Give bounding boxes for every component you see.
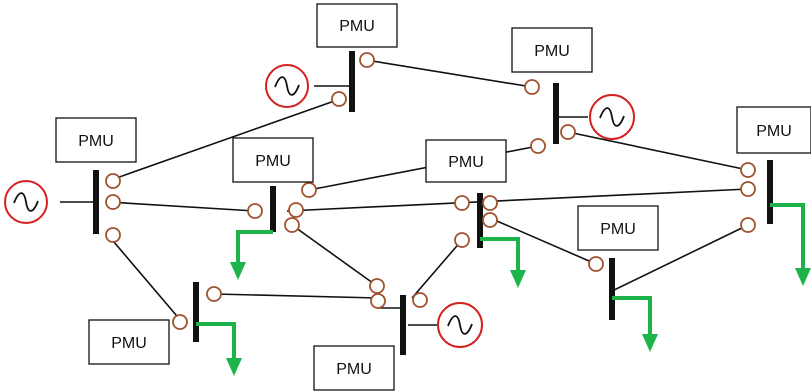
ring-icon [105, 227, 121, 243]
ring-icon [588, 256, 604, 272]
pmu-label: PMU [255, 153, 291, 170]
ring-icon [301, 182, 317, 198]
bus-bars [93, 51, 773, 355]
pmu-label: PMU [534, 43, 570, 60]
ring-icon [482, 195, 498, 211]
down-arrow-icon [480, 237, 526, 288]
ring-icon [369, 278, 385, 294]
pmu-label: PMU [78, 133, 114, 150]
pmu-label: PMU [336, 361, 372, 378]
ring-icon [370, 293, 386, 309]
ring-icon [740, 181, 756, 197]
ring-icon [247, 203, 263, 219]
line-bus8-bus3 [213, 293, 379, 299]
line-bus4-bus9 [489, 217, 597, 265]
ring-icon [524, 79, 540, 95]
line-bus6-bus7 [567, 131, 749, 171]
line-bus2-bus7 [286, 188, 749, 212]
ring-icon [454, 195, 470, 211]
pmu-box: PMU [736, 106, 811, 154]
pmu-units: PMU PMU PMU PMU PMU PMU PMU PMU [55, 3, 811, 391]
ring-icon [331, 91, 347, 107]
ring-icon [482, 212, 498, 228]
down-arrow-icon [230, 230, 273, 280]
ring-icon [359, 52, 375, 68]
sine-wave-icon [265, 64, 309, 108]
line-bus1-bus5 [107, 98, 341, 182]
sine-wave-icon [437, 302, 483, 348]
ring-icon [740, 162, 756, 178]
line-bus2-bus3 [291, 224, 378, 287]
pmu-box: PMU [232, 137, 314, 183]
pmu-box: PMU [313, 345, 395, 391]
pmu-box: PMU [316, 3, 398, 48]
pmu-box: PMU [577, 205, 659, 251]
ring-icon [105, 194, 121, 210]
down-arrow-icon [612, 296, 658, 352]
line-bus9-bus7 [609, 224, 749, 293]
line-bus1-bus2 [107, 201, 256, 212]
ring-icon [206, 286, 222, 302]
transmission-lines [60, 59, 749, 326]
line-bus4-bus3 [411, 239, 463, 299]
pmu-label: PMU [339, 18, 375, 35]
loads [196, 203, 811, 376]
pmu-label: PMU [756, 123, 792, 140]
ring-icon [740, 217, 756, 233]
ring-icon [560, 124, 576, 140]
ring-icon [172, 314, 188, 330]
ring-icon [454, 232, 470, 248]
pmu-box: PMU [88, 319, 170, 365]
pmu-label: PMU [111, 335, 147, 352]
ring-icon [412, 292, 428, 308]
ring-icon [288, 202, 304, 218]
pmu-box: PMU [55, 117, 137, 163]
line-bus5-bus6 [365, 59, 533, 88]
ring-icon [105, 173, 121, 189]
ring-icon [284, 217, 300, 233]
line-bus1-bus8 [107, 234, 183, 323]
pmu-box: PMU [511, 27, 593, 73]
sine-wave-icon [4, 180, 48, 224]
pmu-label: PMU [448, 154, 484, 171]
generators [4, 64, 635, 348]
down-arrow-icon [770, 203, 811, 286]
pmu-box: PMU [425, 139, 507, 183]
current-transformers [105, 52, 756, 330]
down-arrow-icon [196, 322, 242, 376]
pmu-label: PMU [600, 221, 636, 238]
ring-icon [530, 138, 546, 154]
sine-wave-icon [589, 94, 635, 140]
